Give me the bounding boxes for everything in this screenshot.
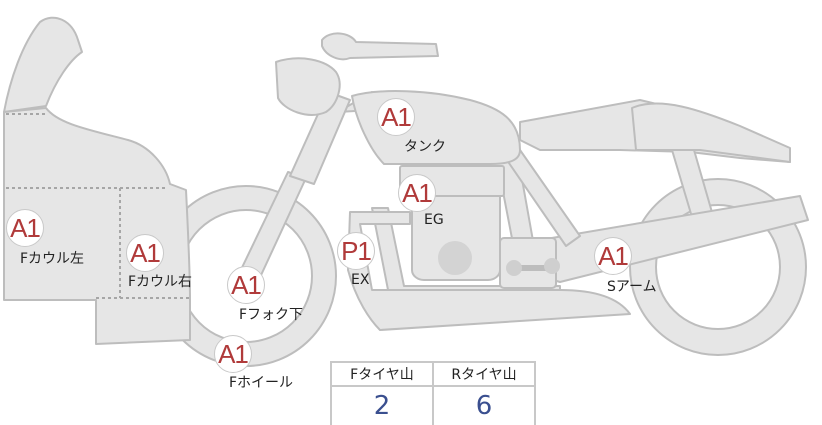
f-fork-lower-label: Fフォク下 xyxy=(239,307,304,323)
rear-cowl xyxy=(631,102,791,163)
headlight xyxy=(275,57,341,116)
f-cowl-right-grade-marker: A1 xyxy=(126,234,164,272)
shift-knob-left xyxy=(506,260,522,276)
front-tire-value: 2 xyxy=(330,385,434,425)
rear-tire-value: 6 xyxy=(432,385,536,425)
ex-grade: P1 xyxy=(341,236,372,266)
rear-tire-header: Rタイヤ山 xyxy=(432,361,536,387)
eg-label: EG xyxy=(424,212,444,228)
f-wheel-label: Fホイール xyxy=(229,375,294,391)
shift-knob-right xyxy=(544,258,560,274)
ex-label: EX xyxy=(351,272,370,288)
f-fork-lower-grade-marker: A1 xyxy=(227,266,265,304)
ex-grade-marker: P1 xyxy=(337,232,375,270)
front-cowl xyxy=(3,16,83,113)
s-arm-grade-marker: A1 xyxy=(594,237,632,275)
tank-grade: A1 xyxy=(381,102,412,132)
f-cowl-left-label: Fカウル左 xyxy=(20,251,85,267)
s-arm-label: Sアーム xyxy=(607,279,657,295)
f-cowl-right-label: Fカウル右 xyxy=(128,274,193,290)
f-wheel-grade-marker: A1 xyxy=(214,335,252,373)
tire-tread-value-row: 2 6 xyxy=(330,385,536,425)
f-wheel-grade: A1 xyxy=(218,339,249,369)
eg-grade: A1 xyxy=(402,178,433,208)
f-fork-lower-grade: A1 xyxy=(231,270,262,300)
fork-tube xyxy=(289,91,351,185)
f-cowl-left-grade-marker: A1 xyxy=(6,209,44,247)
front-tire-header: Fタイヤ山 xyxy=(330,361,434,387)
tire-tread-header-row: Fタイヤ山 Rタイヤ山 xyxy=(330,361,536,387)
s-arm-grade: A1 xyxy=(598,241,629,271)
engine-cover xyxy=(438,241,472,275)
f-cowl-left-grade: A1 xyxy=(10,213,41,243)
eg-grade-marker: A1 xyxy=(398,174,436,212)
handlebar xyxy=(321,32,439,61)
exhaust-pipe xyxy=(347,211,631,331)
front-cowl-body xyxy=(3,107,191,345)
f-cowl-right-grade: A1 xyxy=(130,238,161,268)
tank-label: タンク xyxy=(404,139,446,155)
tank-grade-marker: A1 xyxy=(377,98,415,136)
tire-tread-table: Fタイヤ山 Rタイヤ山 2 6 xyxy=(330,361,536,425)
